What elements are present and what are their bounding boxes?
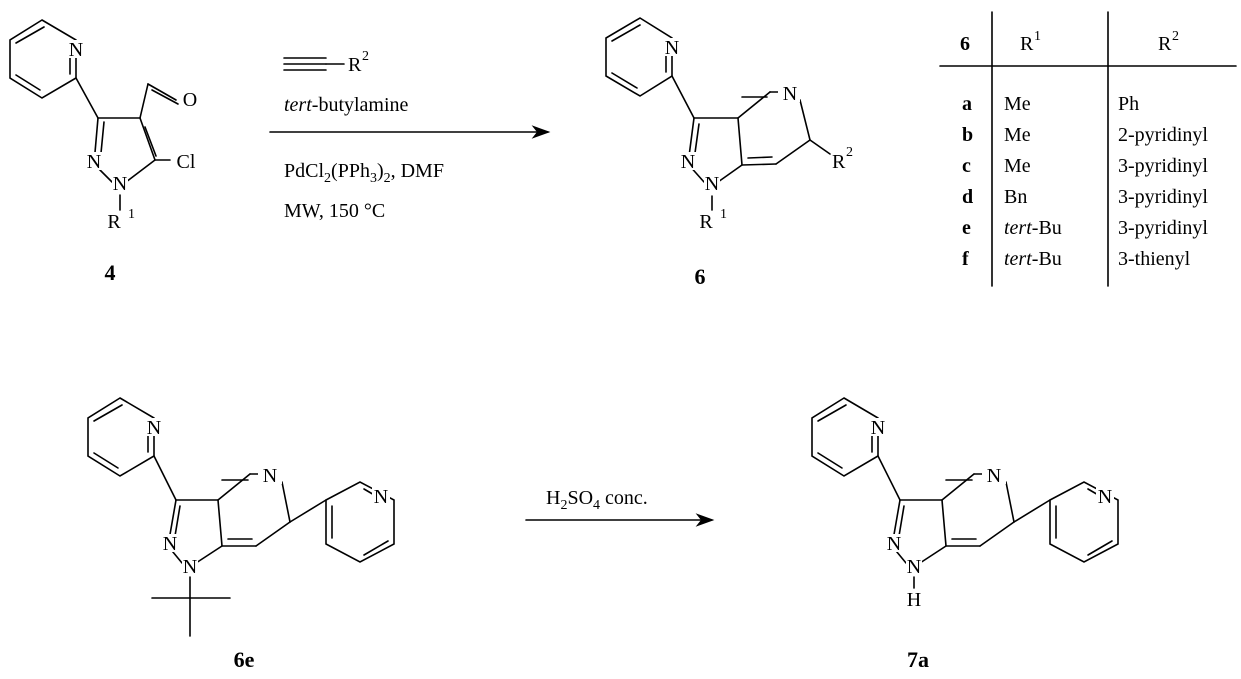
- atom-o-4: O: [183, 89, 197, 111]
- atom-r1-4: R: [107, 211, 121, 233]
- structure-compound-4: [9, 19, 179, 211]
- atom-n1-6: N: [705, 173, 719, 195]
- table-row-r1: Me: [1004, 155, 1031, 177]
- table-row-r2: 3-thienyl: [1118, 248, 1191, 270]
- alkyne-r2-sup: 2: [362, 49, 369, 64]
- table-row-id: e: [962, 217, 971, 239]
- compound-label-6e: 6e: [234, 647, 255, 672]
- atom-n-ring-6e: N: [263, 465, 277, 487]
- table-row-r1: tert-Bu: [1004, 217, 1062, 239]
- atom-r1-6: R: [699, 211, 713, 233]
- reaction-arrow-2: [525, 513, 715, 527]
- compound-label-6: 6: [695, 264, 706, 289]
- table-row-r1: Me: [1004, 124, 1031, 146]
- table-row-id: d: [962, 186, 973, 208]
- table-row-r2: 3-pyridinyl: [1118, 186, 1208, 208]
- table-header-r2: R: [1158, 33, 1172, 55]
- table-row-r1: tert-Bu: [1004, 248, 1062, 270]
- atom-n1-6e: N: [183, 556, 197, 578]
- table-row-r2: Ph: [1118, 93, 1139, 115]
- atom-r2-6: R: [832, 151, 846, 173]
- atom-n-pyridine-7a: N: [871, 417, 885, 439]
- table-row-id: a: [962, 93, 972, 115]
- table-header-compound: 6: [960, 33, 970, 55]
- reagent-catalyst: PdCl2(PPh3)2, DMF: [284, 160, 444, 186]
- atom-r1-sup-6: 1: [720, 207, 727, 222]
- reaction-conditions: MW, 150 °C: [284, 200, 385, 222]
- atom-n1-7a: N: [907, 556, 921, 578]
- atom-n2-7a: N: [887, 533, 901, 555]
- atom-n2-4: N: [87, 151, 101, 173]
- atom-n-ring-7a: N: [987, 465, 1001, 487]
- atom-n-pyridine-6e: N: [147, 417, 161, 439]
- reaction-arrow-1: [269, 125, 551, 139]
- alkyne-triple-bond: [283, 57, 345, 71]
- atom-r2-sup-6: 2: [846, 145, 853, 160]
- table-row-r1: Me: [1004, 93, 1031, 115]
- table-header-r1-sup: 1: [1034, 29, 1041, 44]
- table-row-r2: 3-pyridinyl: [1118, 155, 1208, 177]
- table-header-r2-sup: 2: [1172, 29, 1179, 44]
- table-row-r2: 2-pyridinyl: [1118, 124, 1208, 146]
- reagent-amine: tert-butylamine: [284, 94, 409, 116]
- atom-n2-6e: N: [163, 533, 177, 555]
- atom-n2-6: N: [681, 151, 695, 173]
- structure-compound-7a: [811, 397, 1119, 589]
- table-header-r1: R: [1020, 33, 1034, 55]
- structure-compound-6e: [87, 397, 395, 637]
- table-row-id: b: [962, 124, 973, 146]
- compound-label-4: 4: [105, 260, 116, 285]
- atom-n-pyridine-6: N: [665, 37, 679, 59]
- atom-cl-4: Cl: [177, 151, 196, 173]
- substituent-table-lines: [939, 11, 1237, 287]
- atom-n1-4: N: [113, 173, 127, 195]
- atom-n-ring-6: N: [783, 83, 797, 105]
- table-row-id: c: [962, 155, 971, 177]
- atom-h-7a: H: [907, 589, 921, 611]
- table-row-id: f: [962, 248, 969, 270]
- atom-r1-sup-4: 1: [128, 207, 135, 222]
- table-row-r2: 3-pyridinyl: [1118, 217, 1208, 239]
- table-row-r1: Bn: [1004, 186, 1027, 208]
- atom-n-pyridinyl-7a: N: [1098, 486, 1112, 508]
- alkyne-r2: R: [348, 54, 362, 76]
- atom-n-pyridinyl-6e: N: [374, 486, 388, 508]
- compound-label-7a: 7a: [907, 647, 929, 672]
- atom-n-pyridine-4: N: [69, 39, 83, 61]
- reagent-h2so4: H2SO4 conc.: [546, 487, 648, 513]
